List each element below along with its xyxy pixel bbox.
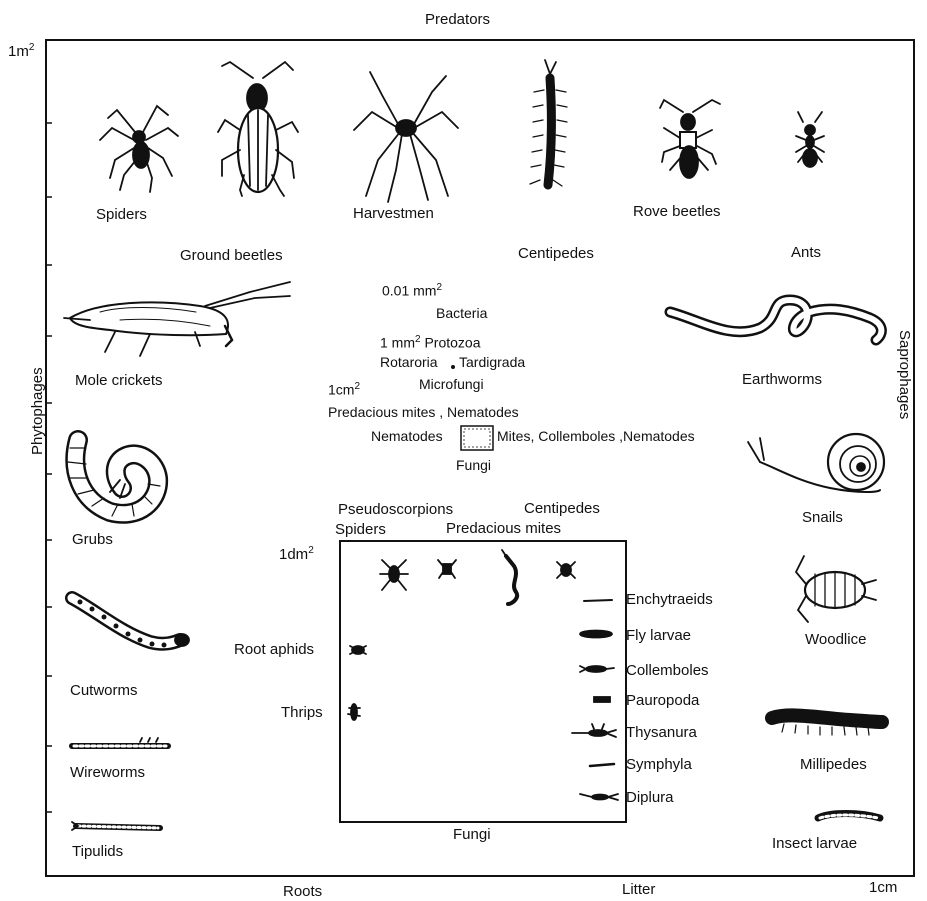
woodlouse-icon: [796, 556, 876, 622]
ant-icon: [796, 112, 824, 167]
label-enchytraeids: Enchytraeids: [626, 592, 713, 607]
label-bacteria: Bacteria: [436, 306, 487, 320]
tipulid-icon: [72, 822, 160, 830]
label-tipulids: Tipulids: [72, 844, 123, 859]
box-fly-larva-icon: [580, 631, 612, 638]
scale-001mm2: 0.01 mm2: [382, 283, 442, 298]
label-wireworms: Wireworms: [70, 765, 145, 780]
scale-1cm2: 1cm2: [328, 382, 360, 397]
label-diplura: Diplura: [626, 790, 674, 805]
label-mole-crickets: Mole crickets: [75, 373, 163, 388]
label-fungi-cm: Fungi: [456, 458, 491, 472]
label-mites-collemboles: Mites, Collemboles ,Nematodes: [497, 429, 695, 443]
corner-bottom-right-label: 1cm: [869, 880, 897, 895]
millipede-icon: [772, 715, 882, 735]
box-mite-icon: [557, 562, 575, 578]
label-box-centipedes: Centipedes: [524, 501, 600, 516]
bottom-litter-label: Litter: [622, 882, 655, 897]
label-nematodes: Nematodes: [371, 429, 443, 443]
scale-1dm2: 1dm2: [279, 546, 314, 562]
label-insect-larvae: Insect larvae: [772, 836, 857, 851]
box-centipede-icon: [502, 550, 517, 604]
label-box-fungi: Fungi: [453, 827, 491, 842]
label-cutworms: Cutworms: [70, 683, 138, 698]
left-axis-label: Phytophages: [30, 367, 45, 455]
bottom-roots-label: Roots: [283, 884, 322, 899]
label-microfungi: Microfungi: [419, 377, 484, 391]
centipede-icon: [530, 60, 567, 186]
wireworm-icon: [72, 738, 168, 746]
label-root-aphids: Root aphids: [234, 642, 314, 657]
box-pauropoda-icon: [594, 697, 610, 702]
label-collemboles: Collemboles: [626, 663, 709, 678]
spider-icon: [100, 106, 178, 192]
snail-icon: [748, 434, 884, 492]
box-thysanura-icon: [572, 724, 616, 737]
harvestman-icon: [354, 72, 458, 202]
label-rotaroria: Rotaroria: [380, 355, 438, 369]
box-symphyla-icon: [590, 764, 614, 766]
label-box-predacious-mites: Predacious mites: [446, 521, 561, 536]
label-symphyla: Symphyla: [626, 757, 692, 772]
label-centipedes: Centipedes: [518, 246, 594, 261]
box-diplura-icon: [580, 794, 618, 800]
label-predacious-nematodes: Predacious mites , Nematodes: [328, 405, 519, 419]
scale-1mm2: 1 mm2 Protozoa: [380, 335, 481, 350]
rove-beetle-icon: [660, 100, 720, 178]
label-tardigrada: Tardigrada: [459, 355, 525, 369]
mole-cricket-icon: [64, 282, 290, 356]
label-snails: Snails: [802, 510, 843, 525]
box-spider-icon: [380, 560, 408, 590]
label-ants: Ants: [791, 245, 821, 260]
ground-beetle-icon: [218, 62, 298, 196]
label-spiders: Spiders: [96, 207, 147, 222]
label-thrips: Thrips: [281, 705, 323, 720]
label-box-spiders: Spiders: [335, 522, 386, 537]
label-woodlice: Woodlice: [805, 632, 866, 647]
label-thysanura: Thysanura: [626, 725, 697, 740]
corner-top-label: 1m2: [8, 43, 34, 59]
earthworm-icon: [670, 300, 881, 340]
label-fly-larvae: Fly larvae: [626, 628, 691, 643]
grub-icon: [68, 440, 160, 516]
label-ground-beetles: Ground beetles: [180, 248, 283, 263]
label-pseudoscorpions: Pseudoscorpions: [338, 502, 453, 517]
box-thrips-icon: [348, 704, 360, 720]
label-harvestmen: Harvestmen: [353, 206, 434, 221]
label-grubs: Grubs: [72, 532, 113, 547]
label-pauropoda: Pauropoda: [626, 693, 699, 708]
right-axis-label: Saprophages: [897, 330, 912, 419]
box-enchytraeid-icon: [584, 600, 612, 601]
label-earthworms: Earthworms: [742, 372, 822, 387]
insect-larva-icon: [818, 814, 880, 819]
cutworm-icon: [72, 598, 189, 648]
box-collembole-icon: [580, 666, 614, 672]
box-pseudoscorpion-icon: [438, 560, 456, 578]
label-millipedes: Millipedes: [800, 757, 867, 772]
top-axis-label: Predators: [425, 12, 490, 27]
label-rove-beetles: Rove beetles: [633, 204, 721, 219]
box-root-aphid-icon: [350, 646, 366, 654]
